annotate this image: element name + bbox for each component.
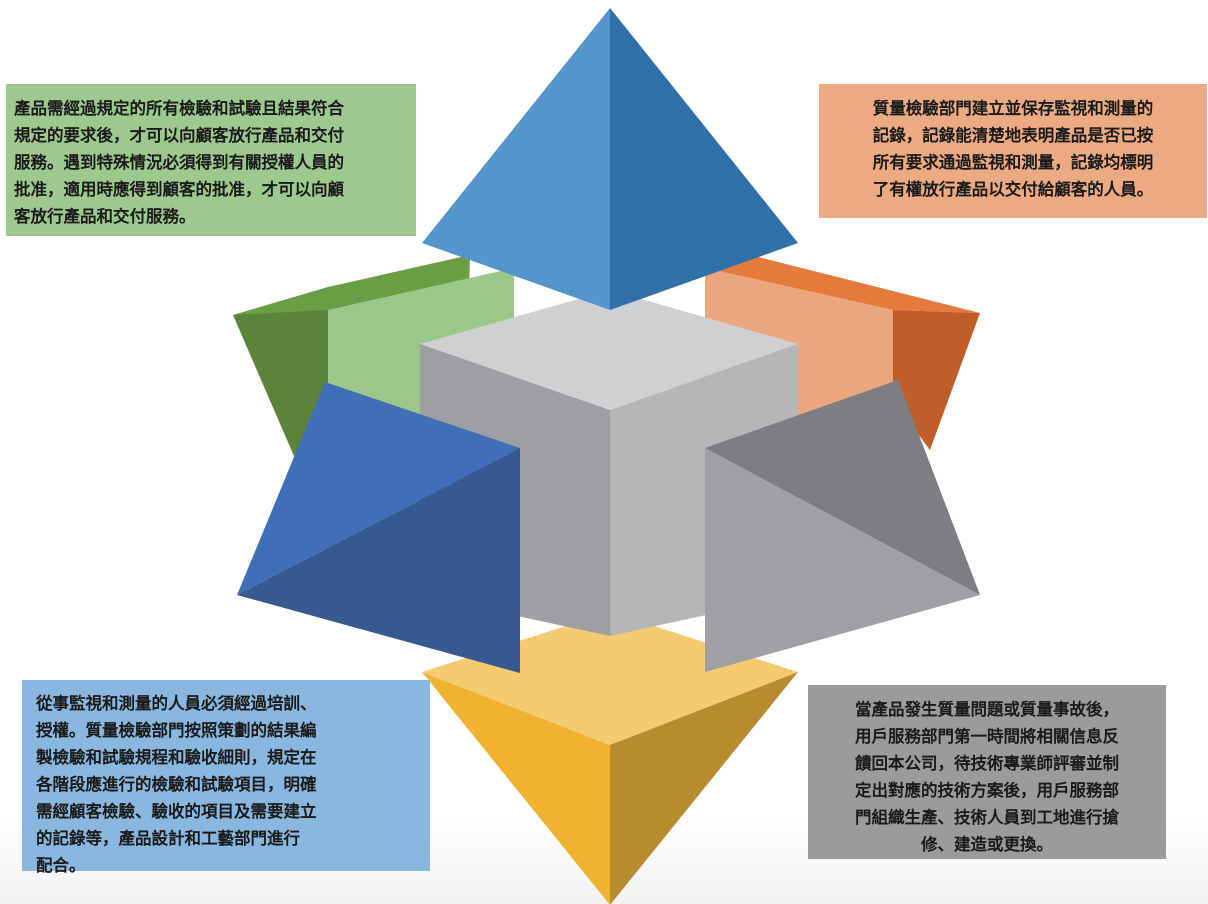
- orange-wing: [705, 255, 980, 450]
- green-note-box: 產品需經過規定的所有檢驗和試驗且結果符合 規定的要求後，才可以向顧客放行產品和交…: [6, 84, 416, 236]
- gray-wing: [705, 380, 980, 672]
- orange-note-box: 質量檢驗部門建立並保存監視和測量的 記錄，記錄能清楚地表明產品是否已按 所有要求…: [819, 84, 1207, 218]
- blue-wing: [237, 382, 520, 673]
- top-pyramid: [422, 8, 798, 310]
- gray-note-box: 當產品發生質量問題或質量事故後， 用戶服務部門第一時間將相關信息反 饋回本公司，…: [808, 685, 1166, 859]
- blue-note-box: 從事監視和測量的人員必須經過培訓、 授權。質量檢驗部門按照策劃的結果編 製檢驗和…: [22, 680, 430, 875]
